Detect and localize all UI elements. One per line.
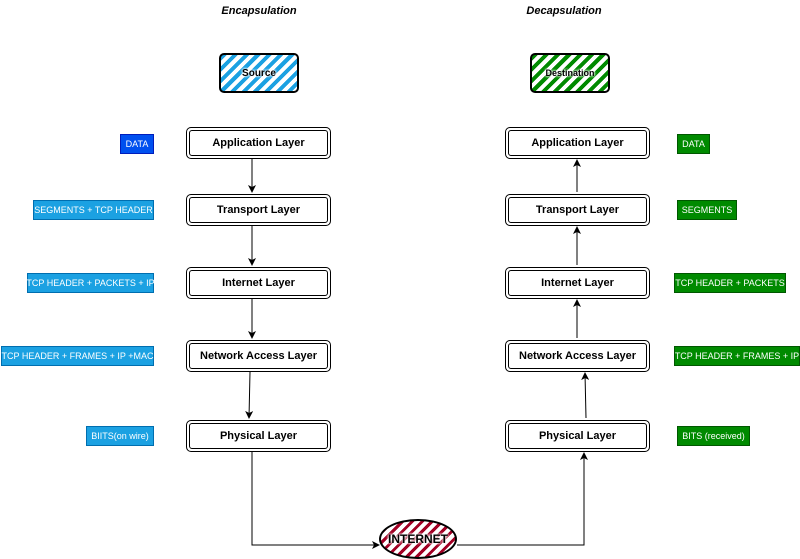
dec-internet-layer: Internet Layer: [505, 267, 650, 299]
enc-tag-bits: BIITS(on wire): [86, 426, 154, 446]
dec-transport-layer: Transport Layer: [505, 194, 650, 226]
destination-label: Destination: [545, 68, 595, 78]
dec-tag-packets: TCP HEADER + PACKETS: [674, 273, 786, 293]
dec-tag-bits: BITS (received): [677, 426, 750, 446]
edge-enc-network-physical: [245, 371, 254, 419]
decapsulation-heading: Decapsulation: [526, 5, 602, 17]
dec-tag-data: DATA: [677, 134, 710, 154]
dec-tag-frames: TCP HEADER + FRAMES + IP: [674, 346, 800, 366]
enc-application-layer: Application Layer: [186, 127, 331, 159]
edge-internet-to-physical: [457, 452, 588, 546]
enc-tag-data: DATA: [120, 134, 154, 154]
enc-transport-layer: Transport Layer: [186, 194, 331, 226]
edge-dec-physical-network: [581, 372, 590, 419]
source-node: Source: [219, 53, 299, 93]
dec-physical-layer: Physical Layer: [505, 420, 650, 452]
dec-tag-segments: SEGMENTS: [677, 200, 737, 220]
destination-node: Destination: [530, 53, 610, 93]
enc-tag-packets: TCP HEADER + PACKETS + IP: [26, 273, 155, 293]
edge-physical-to-internet: [251, 452, 380, 549]
dec-network-access-layer: Network Access Layer: [505, 340, 650, 372]
dec-application-layer: Application Layer: [505, 127, 650, 159]
internet-node: INTERNET: [379, 519, 457, 559]
internet-label: INTERNET: [388, 532, 448, 546]
source-label: Source: [242, 67, 276, 79]
encapsulation-heading: Encapsulation: [221, 5, 297, 17]
enc-tag-frames: TCP HEADER + FRAMES + IP +MAC: [1, 346, 154, 366]
enc-network-access-layer: Network Access Layer: [186, 340, 331, 372]
enc-internet-layer: Internet Layer: [186, 267, 331, 299]
enc-physical-layer: Physical Layer: [186, 420, 331, 452]
enc-tag-segments: SEGMENTS + TCP HEADER: [33, 200, 154, 220]
